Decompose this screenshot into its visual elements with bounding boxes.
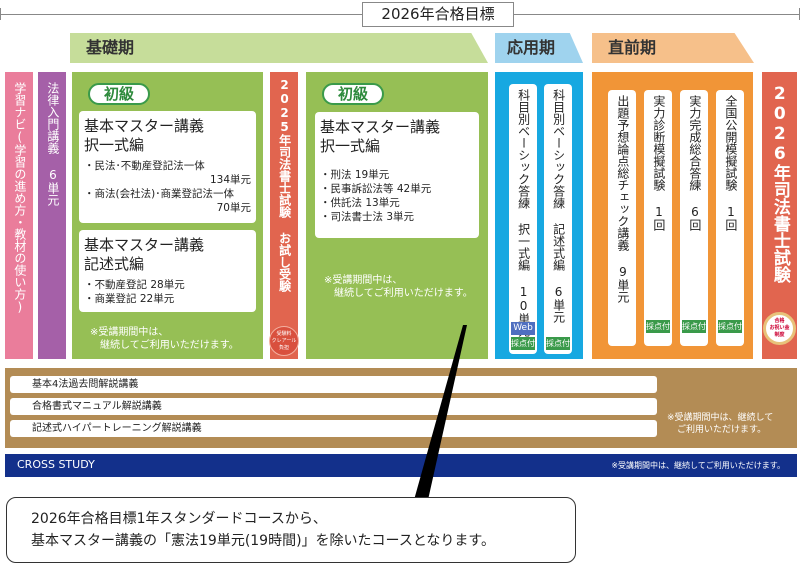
- callout-line: 基本マスター講義の「憲法19単元(19時間)」を除いたコースとなります。: [31, 533, 496, 549]
- phase-final: 直前期: [592, 33, 754, 63]
- course-label: 出題予想論点総チェック講義 9単元: [615, 95, 630, 303]
- note-line: 継続してご利用いただけます。: [100, 340, 239, 351]
- card-subtitle: 択一式編: [84, 136, 145, 154]
- applied-block: 科目別ベーシック答練 択一式編 10単元 Web 採点付 科目別ベーシック答練 …: [495, 72, 583, 359]
- graded-badge: 採点付: [646, 320, 670, 333]
- seal-text: 受験料 クレアール 負担: [271, 331, 297, 351]
- callout-line: 2026年合格目標1年スタンダードコースから、: [31, 511, 327, 527]
- card-subtitle: 択一式編: [320, 137, 381, 155]
- guide-label: 学習ナビ(学習の進め方・教材の使い方): [12, 82, 27, 314]
- course-label: 科目別ベーシック答練 択一式編 10単元: [516, 89, 531, 337]
- fee-seal-icon: 受験料 クレアール 負担: [269, 326, 299, 356]
- final-course-card: 出題予想論点総チェック講義 9単元: [608, 90, 636, 346]
- note-line: ※受講期間中は、: [90, 327, 169, 338]
- course-card-written: 基本マスター講義記述式編 ・不動産登記 28単元 ・商業登記 22単元: [79, 230, 256, 312]
- intro-column: 法律入門講義 6単元: [38, 72, 66, 359]
- course-label: 全国公開模擬試験 1回: [723, 95, 738, 231]
- cross-study-note: ※受講期間中は、継続してご利用いただけます。: [611, 461, 785, 470]
- web-badge: Web: [511, 322, 535, 335]
- phase-applied-label: 応用期: [507, 38, 556, 57]
- item: ・商法(会社法)･商業登記法一体: [84, 188, 234, 200]
- note: ※受講期間中は、 継続してご利用いただけます。: [324, 274, 473, 300]
- course-label: 科目別ベーシック答練 記述式編 6単元: [551, 89, 566, 323]
- lecture-item: 記述式ハイパートレーニング解説講義: [10, 420, 657, 437]
- lecture-item: 合格書式マニュアル解説講義: [10, 398, 657, 415]
- item: ・商業登記 22単元: [84, 293, 175, 305]
- pointer-shape: [414, 325, 467, 500]
- card-title: 基本マスター講義: [84, 236, 205, 254]
- phase-applied: 応用期: [495, 33, 583, 63]
- item: ・供託法 13単元: [320, 197, 400, 209]
- seal-text: 合格 お祝い金 制度: [769, 318, 790, 338]
- phase-basic-label: 基礎期: [86, 38, 135, 57]
- item: ・不動産登記 28単元: [84, 279, 185, 291]
- applied-course-card: 科目別ベーシック答練 記述式編 6単元 採点付: [544, 84, 572, 354]
- item-units: 70単元: [216, 202, 251, 214]
- final-course-card: 実力完成総合答練 6回採点付: [680, 90, 708, 346]
- note-line: ご利用いただけます。: [677, 425, 767, 435]
- celebration-seal-icon: 合格 お祝い金 制度: [763, 312, 796, 345]
- lecture-item: 基本4法過去問解説講義: [10, 376, 657, 393]
- course-card-multiple-choice: 基本マスター講義択一式編 ・刑法 19単元 ・民事訴訟法等 42単元 ・供託法 …: [315, 112, 479, 238]
- course-label: 実力診断模擬試験 1回: [651, 95, 666, 231]
- note: ※受講期間中は、 継続してご利用いただけます。: [90, 326, 239, 352]
- card-subtitle: 記述式編: [84, 255, 145, 273]
- intro-label: 法律入門講義 6単元: [45, 82, 60, 206]
- exam-label: 2026年司法書士試験: [769, 84, 790, 283]
- level-badge: 初級: [88, 83, 150, 105]
- lectures-band: 基本4法過去問解説講義 合格書式マニュアル解説講義 記述式ハイパートレーニング解…: [5, 368, 797, 448]
- phase-basic: 基礎期: [70, 33, 488, 63]
- card-title: 基本マスター講義: [84, 117, 205, 135]
- card-title: 基本マスター講義: [320, 118, 441, 136]
- cross-study-band: CROSS STUDY ※受講期間中は、継続してご利用いただけます。: [5, 454, 797, 477]
- note-line: 継続してご利用いただけます。: [334, 288, 473, 299]
- basic-block-2: 初級 基本マスター講義択一式編 ・刑法 19単元 ・民事訴訟法等 42単元 ・供…: [306, 72, 488, 359]
- note-line: ※受講期間中は、継続して: [667, 413, 774, 423]
- item: ・民法･不動産登記法一体: [84, 160, 205, 172]
- course-card-multiple-choice: 基本マスター講義択一式編 ・民法･不動産登記法一体 134単元 ・商法(会社法)…: [79, 111, 256, 223]
- graded-badge: 採点付: [546, 337, 570, 350]
- final-course-card: 実力診断模擬試験 1回採点付: [644, 90, 672, 346]
- trial-exam-column: 2025年司法書士試験 お試し受験 受験料 クレアール 負担: [269, 72, 299, 359]
- cross-study-label: CROSS STUDY: [17, 458, 95, 471]
- item: ・民事訴訟法等 42単元: [320, 183, 432, 195]
- note-line: ※受講期間中は、: [324, 275, 403, 286]
- final-course-card: 全国公開模擬試験 1回採点付: [716, 90, 744, 346]
- timeline-tick: [0, 8, 1, 20]
- exam-column: 2026年司法書士試験 合格 お祝い金 制度: [762, 72, 797, 359]
- final-block: 出題予想論点総チェック講義 9単元 実力診断模擬試験 1回採点付 実力完成総合答…: [592, 72, 753, 359]
- item: ・刑法 19単元: [320, 169, 390, 181]
- item-units: 134単元: [209, 174, 251, 186]
- basic-block-1: 初級 基本マスター講義択一式編 ・民法･不動産登記法一体 134単元 ・商法(会…: [72, 72, 263, 359]
- graded-badge: 採点付: [682, 320, 706, 333]
- callout-box: 2026年合格目標1年スタンダードコースから、 基本マスター講義の「憲法19単元…: [6, 497, 576, 563]
- level-badge: 初級: [322, 83, 384, 105]
- graded-badge: 採点付: [511, 337, 535, 350]
- note: ※受講期間中は、継続して ご利用いただけます。: [667, 412, 773, 436]
- item: ・司法書士法 3単元: [320, 211, 415, 223]
- course-label: 実力完成総合答練 6回: [687, 95, 702, 231]
- graded-badge: 採点付: [718, 320, 742, 333]
- trial-exam-label: 2025年司法書士試験 お試し受験: [277, 78, 292, 292]
- phase-final-label: 直前期: [608, 38, 657, 57]
- applied-course-card: 科目別ベーシック答練 択一式編 10単元 Web 採点付: [509, 84, 537, 354]
- guide-column: 学習ナビ(学習の進め方・教材の使い方): [5, 72, 33, 359]
- page-title: 2026年合格目標: [362, 2, 514, 27]
